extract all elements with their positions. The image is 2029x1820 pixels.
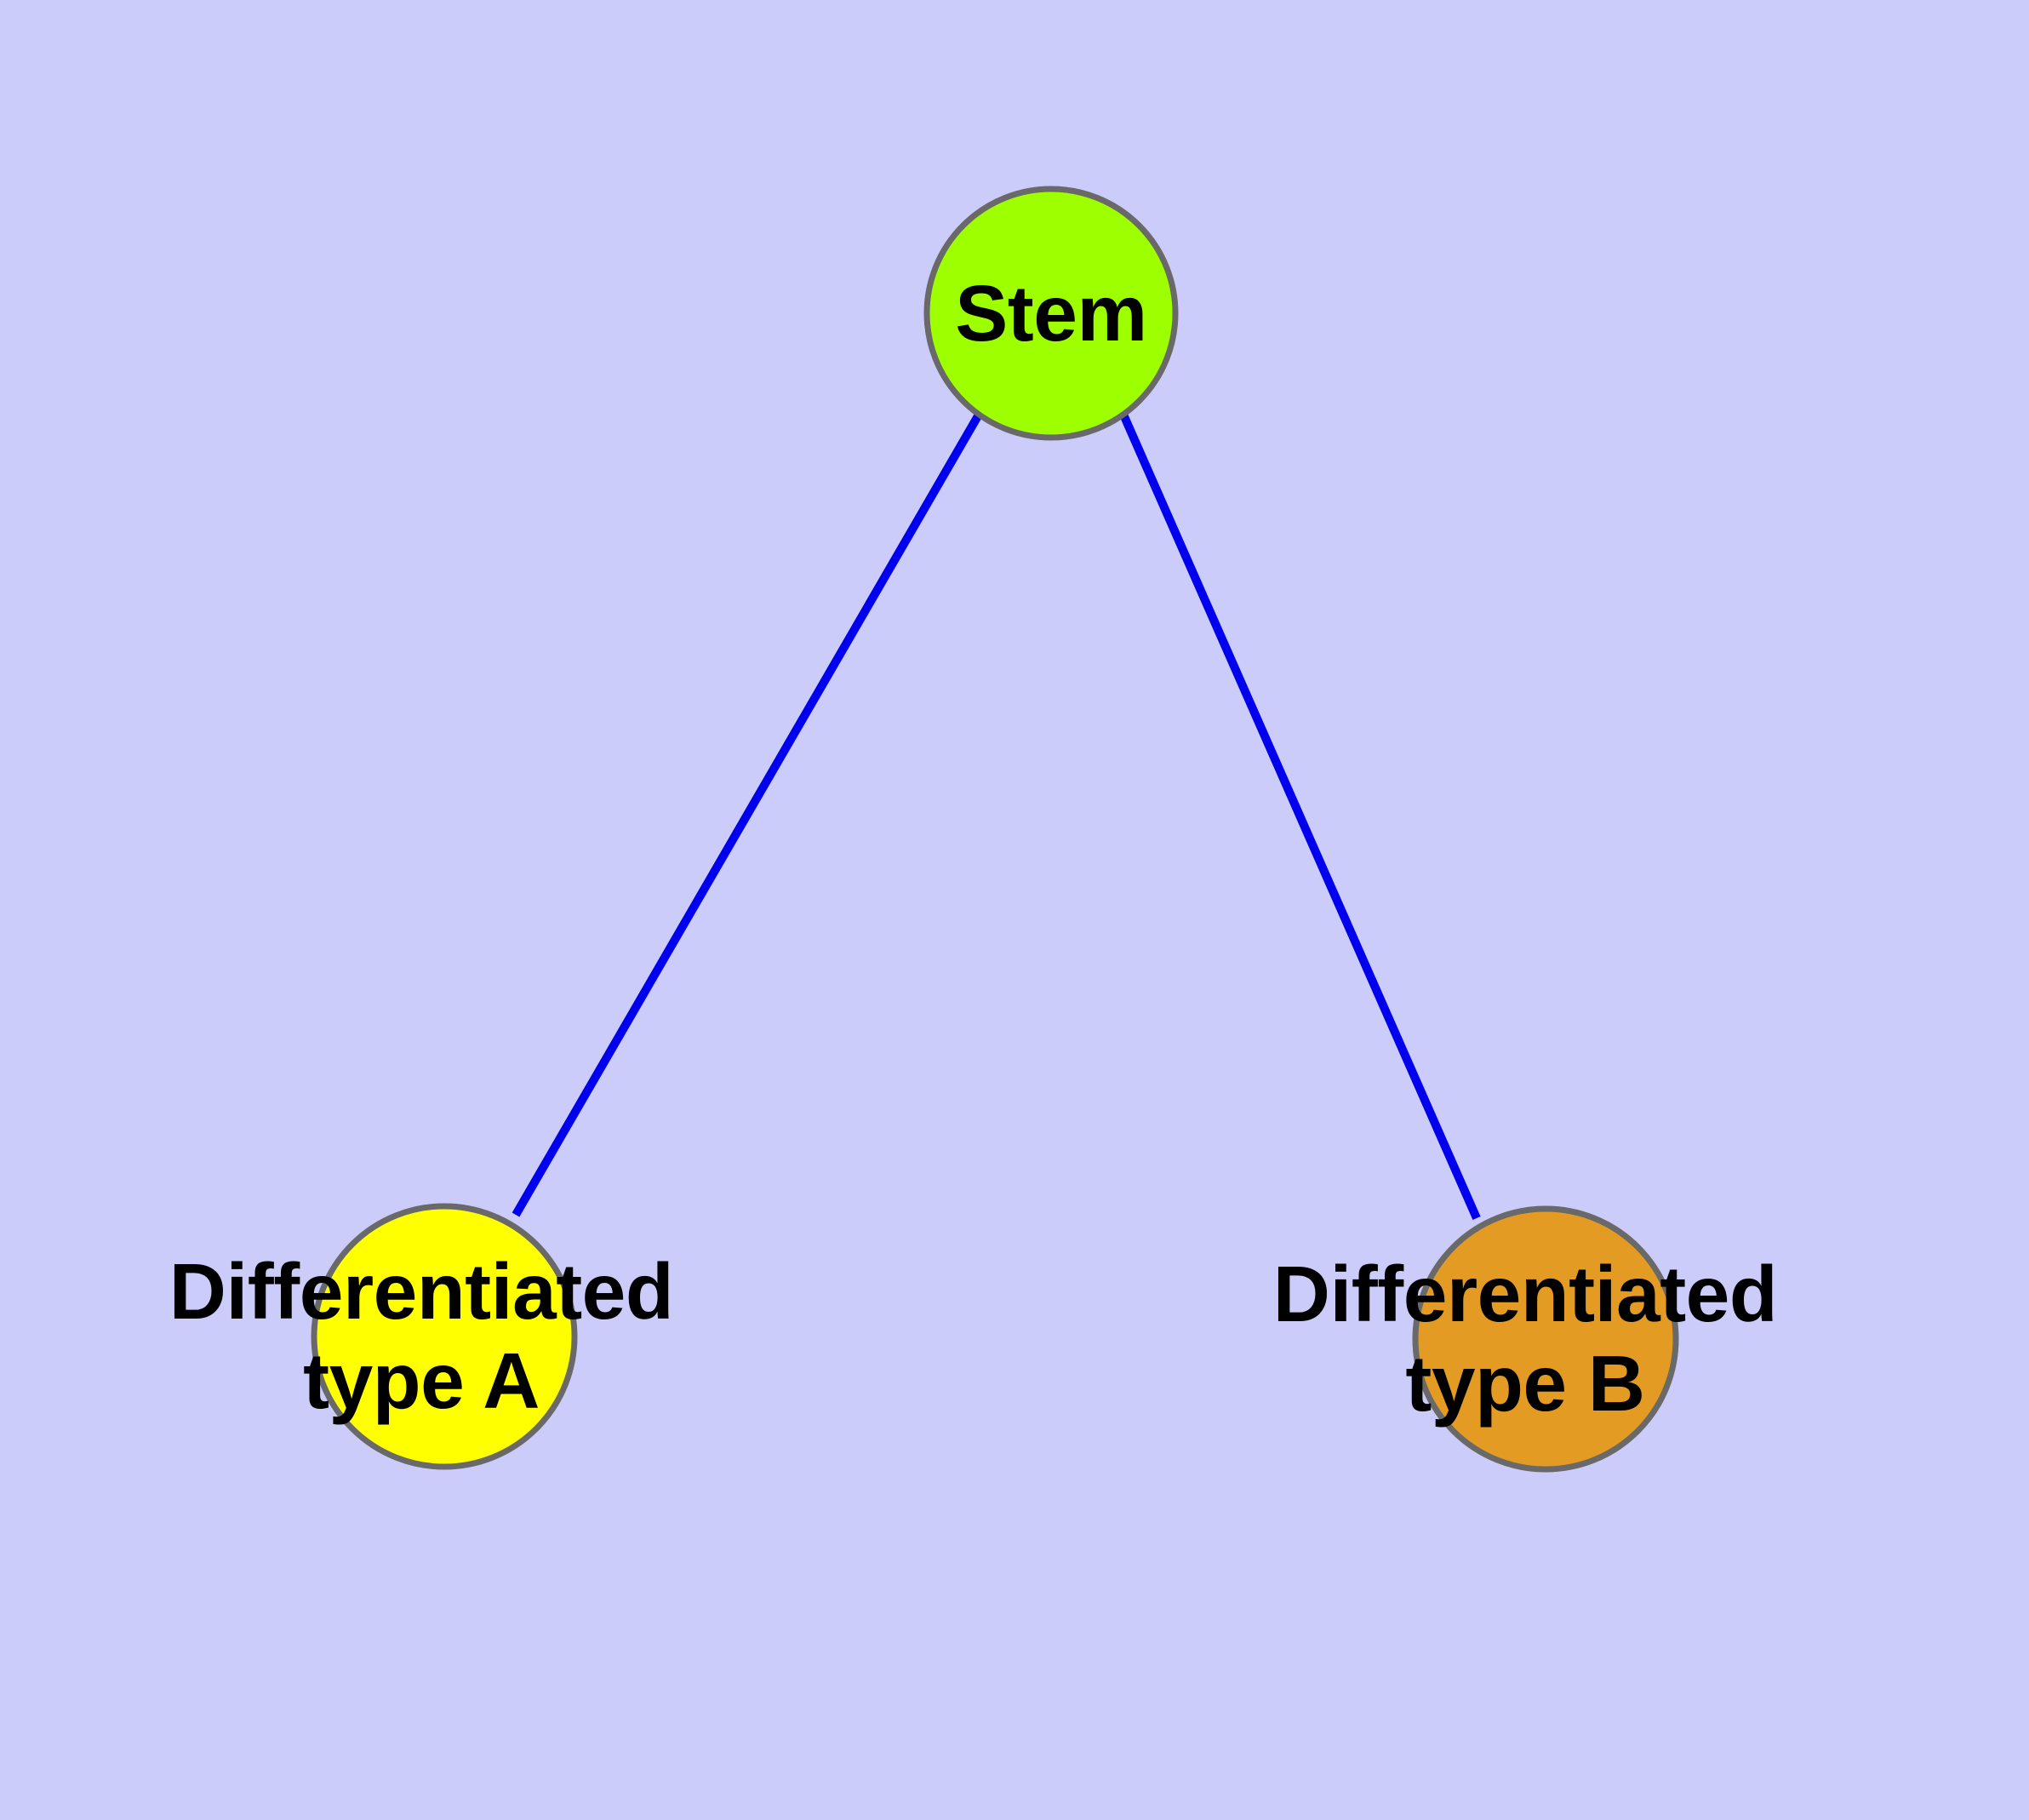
- edge-stem-to-type-b[interactable]: [1119, 412, 1481, 1221]
- node-layer: [311, 186, 1679, 1473]
- edge-stem-to-type-a[interactable]: [512, 412, 983, 1217]
- node-stem[interactable]: [923, 186, 1179, 441]
- edge-layer: [512, 412, 1481, 1221]
- node-differentiated-type-a[interactable]: [311, 1203, 578, 1470]
- node-differentiated-type-b[interactable]: [1412, 1205, 1679, 1473]
